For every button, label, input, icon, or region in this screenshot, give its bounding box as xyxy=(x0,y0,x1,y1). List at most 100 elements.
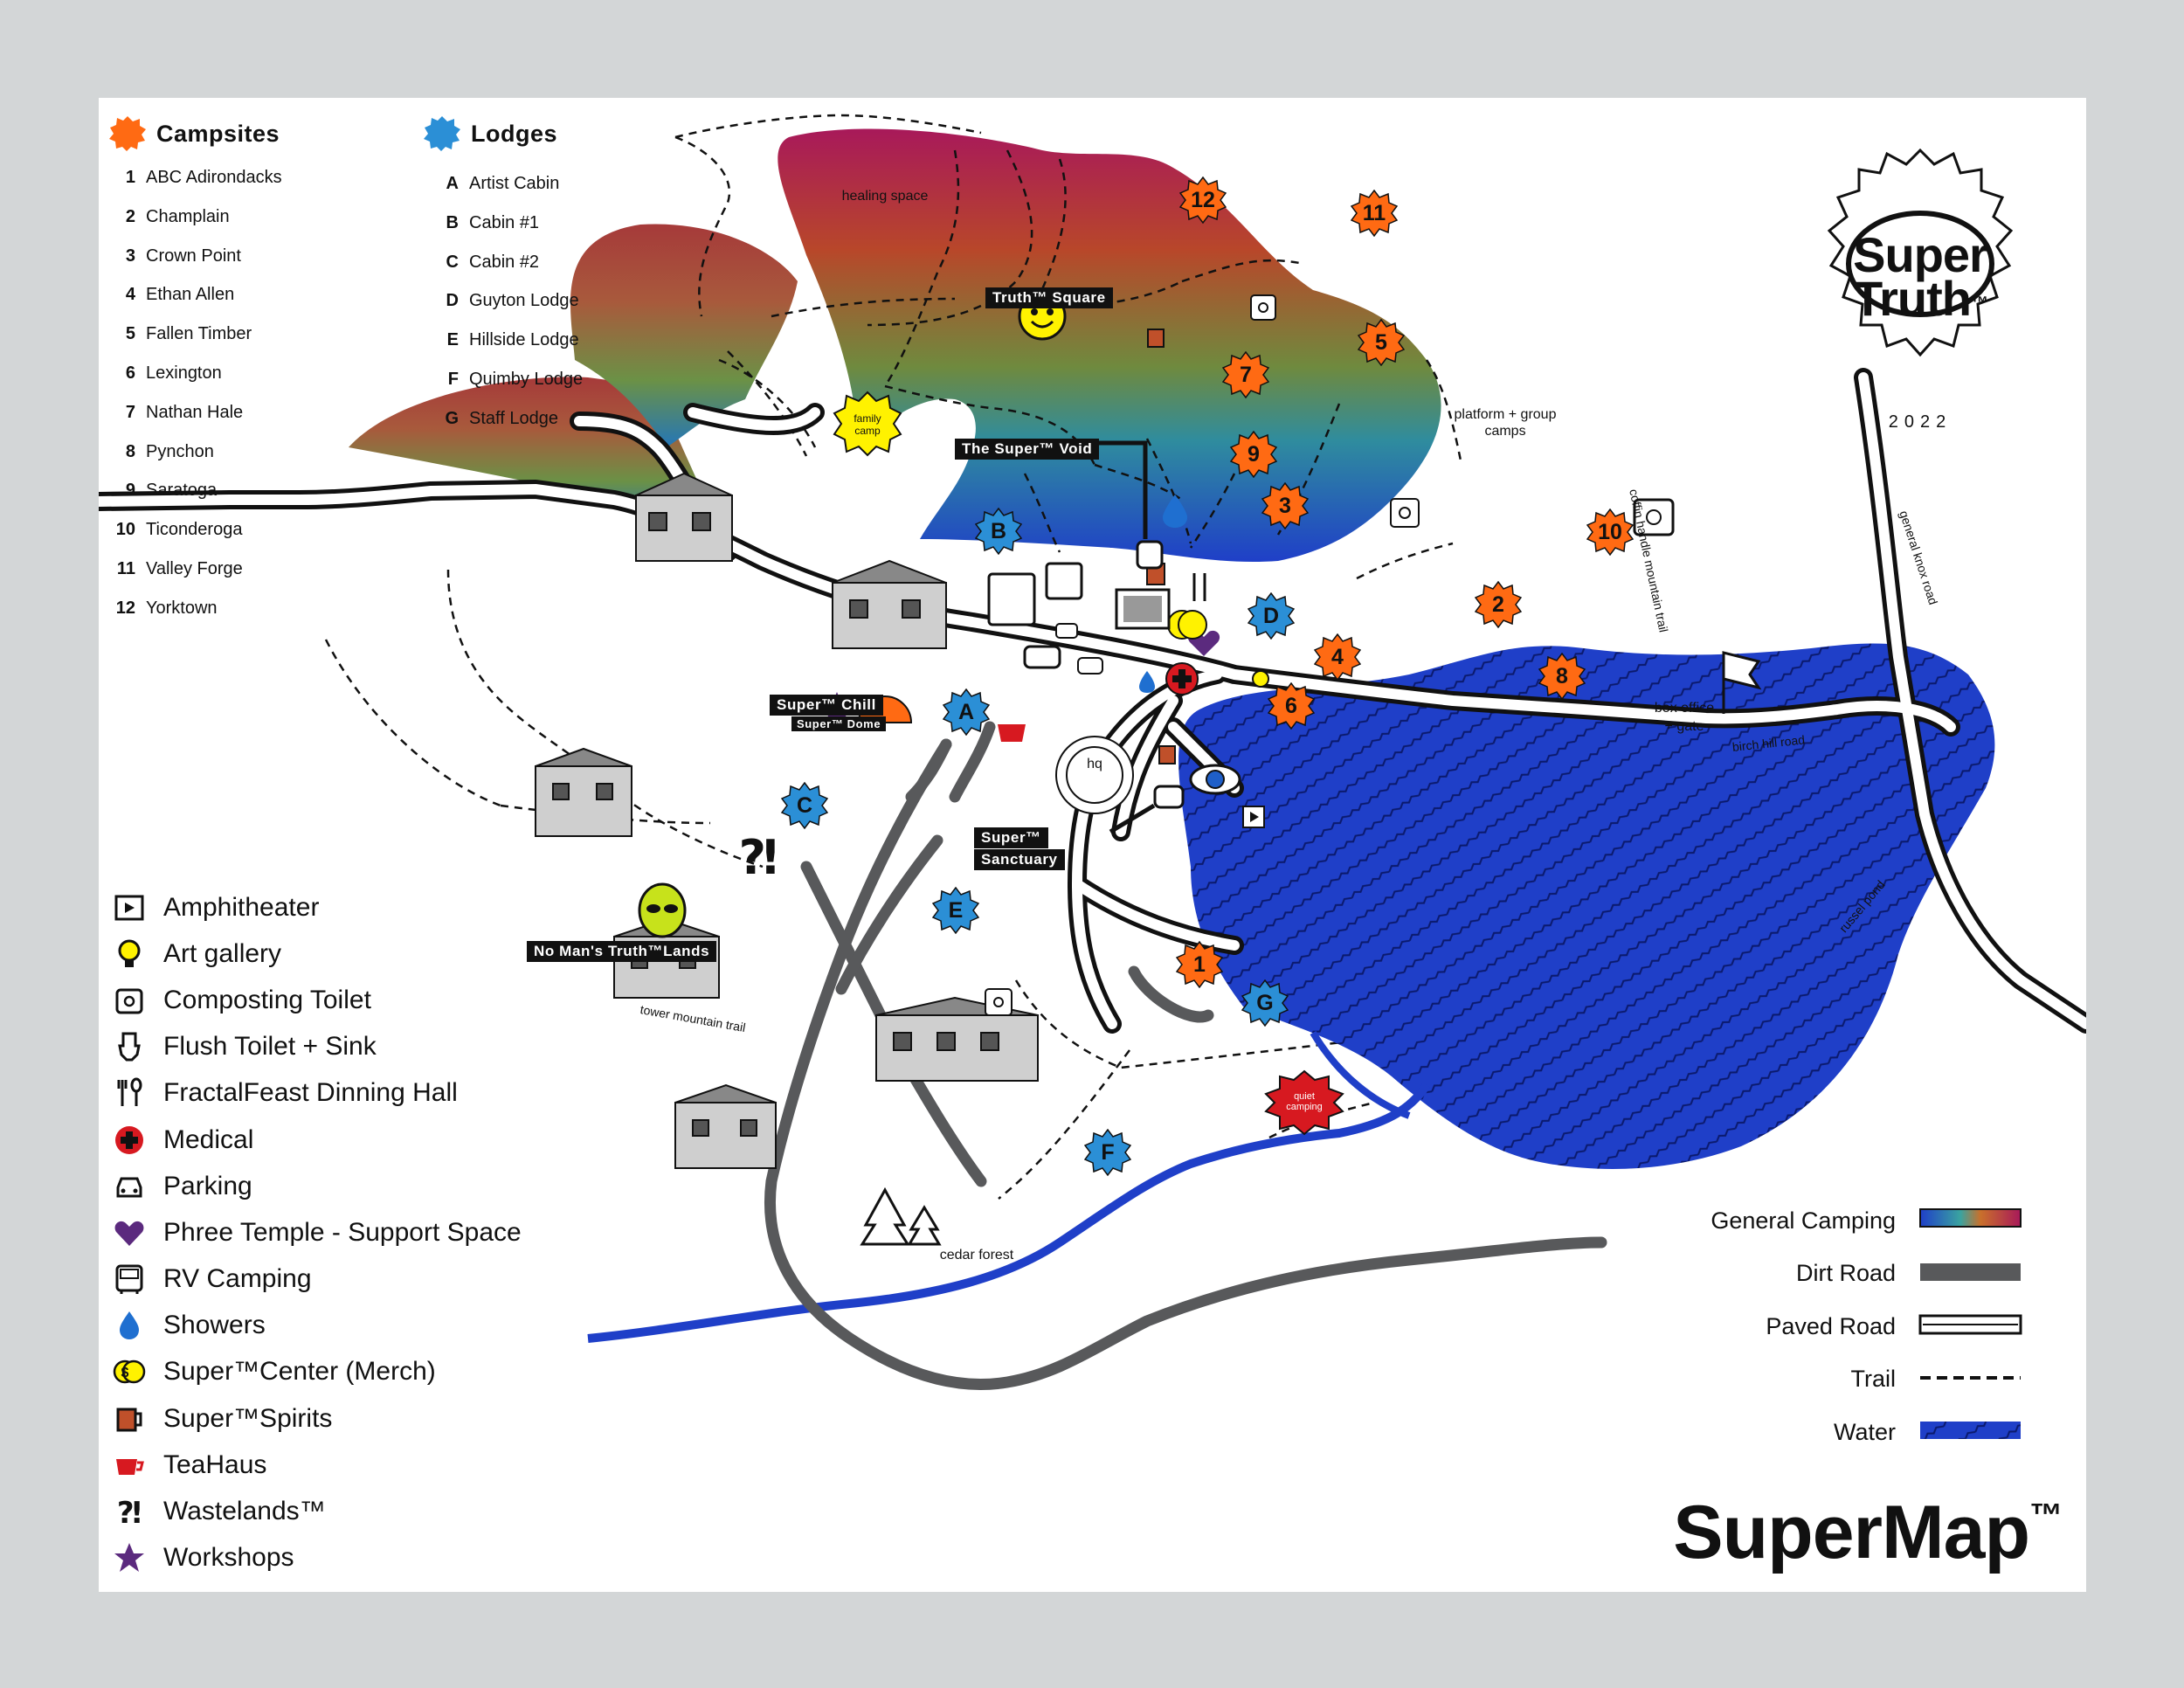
campsite-pin-4[interactable]: 4 xyxy=(1313,633,1362,681)
bus-icon xyxy=(113,1263,146,1296)
buildings xyxy=(535,472,1039,1169)
lodge-key: F xyxy=(447,369,459,389)
car-icon-2 xyxy=(1077,657,1103,675)
campsite-key: 9 xyxy=(125,481,135,501)
lodge-pin-B[interactable]: B xyxy=(974,507,1023,556)
amenity-label: Composting Toilet xyxy=(163,985,371,1014)
quiet-camping-burst xyxy=(1264,1069,1344,1136)
map-key-swatch-space xyxy=(1920,1265,2021,1283)
map-key-paved: Paved Road xyxy=(1711,1300,2021,1353)
campsite-pin-10-label: 10 xyxy=(1598,519,1622,544)
campsite-pin-10[interactable]: 10 xyxy=(1586,508,1635,557)
amenity-item[interactable]: FractalFeast Dinning Hall xyxy=(113,1070,522,1117)
amenity-item[interactable]: $Super™Center (Merch) xyxy=(113,1349,522,1395)
stamp-text: Super Truth™ xyxy=(1853,227,1988,326)
amenity-item[interactable]: Parking xyxy=(113,1163,522,1209)
campsite-pin-12[interactable]: 12 xyxy=(1178,176,1227,225)
lodge-pin-E[interactable]: E xyxy=(931,886,980,935)
campsite-pin-7[interactable]: 7 xyxy=(1221,350,1270,399)
amenity-item[interactable]: Workshops xyxy=(113,1535,522,1581)
lodge-pin-A-label: A xyxy=(957,699,975,724)
amenity-item[interactable]: Amphitheater xyxy=(113,884,522,930)
amenity-label: Phree Temple - Support Space xyxy=(163,1217,522,1247)
lodges-legend-title: Lodges xyxy=(424,115,557,152)
amenity-item[interactable]: Super™Spirits xyxy=(113,1395,522,1442)
campsite-pin-1[interactable]: 1 xyxy=(1175,940,1224,989)
amenity-item[interactable]: ⁈Wastelands™ xyxy=(113,1488,522,1534)
amenity-label: TeaHaus xyxy=(163,1449,267,1479)
map-key-swatch-space xyxy=(1920,1318,2021,1335)
building-staff-lodge xyxy=(875,996,1039,1082)
lodge-pin-D-label: D xyxy=(1262,603,1280,628)
label-cedar-forest: cedar forest xyxy=(939,1248,1014,1263)
lodge-pin-C[interactable]: C xyxy=(780,781,829,830)
amenity-item[interactable]: Showers xyxy=(113,1303,522,1349)
amenity-item[interactable]: Flush Toilet + Sink xyxy=(113,1024,522,1070)
campsite-pin-11[interactable]: 11 xyxy=(1350,189,1399,238)
amenity-item[interactable]: RV Camping xyxy=(113,1256,522,1303)
map-key-dirt: Dirt Road xyxy=(1711,1248,2021,1301)
key-swatch-water xyxy=(1920,1422,2021,1439)
campsite-pin-3[interactable]: 3 xyxy=(1261,481,1310,530)
amenity-item[interactable]: Phree Temple - Support Space xyxy=(113,1209,522,1256)
eye-icon xyxy=(1189,764,1241,795)
campsite-burst-icon xyxy=(109,116,146,151)
campsite-key: 4 xyxy=(125,285,135,305)
campsite-pin-4-label: 4 xyxy=(1331,644,1344,669)
coins-icon xyxy=(1167,610,1207,640)
campsite-key: 7 xyxy=(125,402,135,422)
interrobang-icon: ⁈ xyxy=(113,1495,146,1528)
lodge-pin-D[interactable]: D xyxy=(1247,591,1296,640)
lodge-pin-A[interactable]: A xyxy=(942,688,991,737)
campsite-pin-9[interactable]: 9 xyxy=(1229,430,1278,479)
campsite-key: 11 xyxy=(116,558,135,578)
campsite-pin-5[interactable]: 5 xyxy=(1357,318,1406,367)
campsite-pin-8[interactable]: 8 xyxy=(1538,652,1586,701)
pointing-hand-icon-2 xyxy=(1153,785,1185,809)
amenity-label: RV Camping xyxy=(163,1264,312,1294)
fork-spoon-icon xyxy=(113,1076,146,1110)
label-hq: hq xyxy=(1087,757,1102,771)
amenity-item[interactable]: TeaHaus xyxy=(113,1442,522,1488)
campsite-key: 5 xyxy=(125,324,135,344)
building-cabin-2 xyxy=(535,747,632,837)
amenity-item[interactable]: Medical xyxy=(113,1117,522,1163)
campsite-item[interactable]: 5 Fallen Timber xyxy=(109,315,282,354)
campsite-name: Fallen Timber xyxy=(146,324,252,344)
tv-icon xyxy=(1115,588,1171,630)
campsite-pin-9-label: 9 xyxy=(1248,441,1260,467)
campsite-pin-2[interactable]: 2 xyxy=(1474,580,1523,629)
alien-icon xyxy=(638,882,687,938)
map-key-label: Dirt Road xyxy=(1795,1260,1896,1287)
lodge-name: Artist Cabin xyxy=(469,174,560,193)
campsite-pin-12-label: 12 xyxy=(1191,187,1215,212)
lodge-pin-F-label: F xyxy=(1101,1139,1115,1165)
lodge-pin-F[interactable]: F xyxy=(1083,1128,1132,1177)
amenity-item[interactable]: Art gallery xyxy=(113,930,522,977)
bus-icon-2 xyxy=(1045,562,1083,600)
svg-text:$: $ xyxy=(121,1366,129,1380)
campsite-pin-6[interactable]: 6 xyxy=(1267,681,1316,730)
amenity-item[interactable]: Composting Toilet xyxy=(113,977,522,1023)
map-key-swatch-space xyxy=(1920,1423,2021,1441)
campsite-key: 6 xyxy=(125,363,135,383)
lodge-pin-G[interactable]: G xyxy=(1241,979,1289,1027)
